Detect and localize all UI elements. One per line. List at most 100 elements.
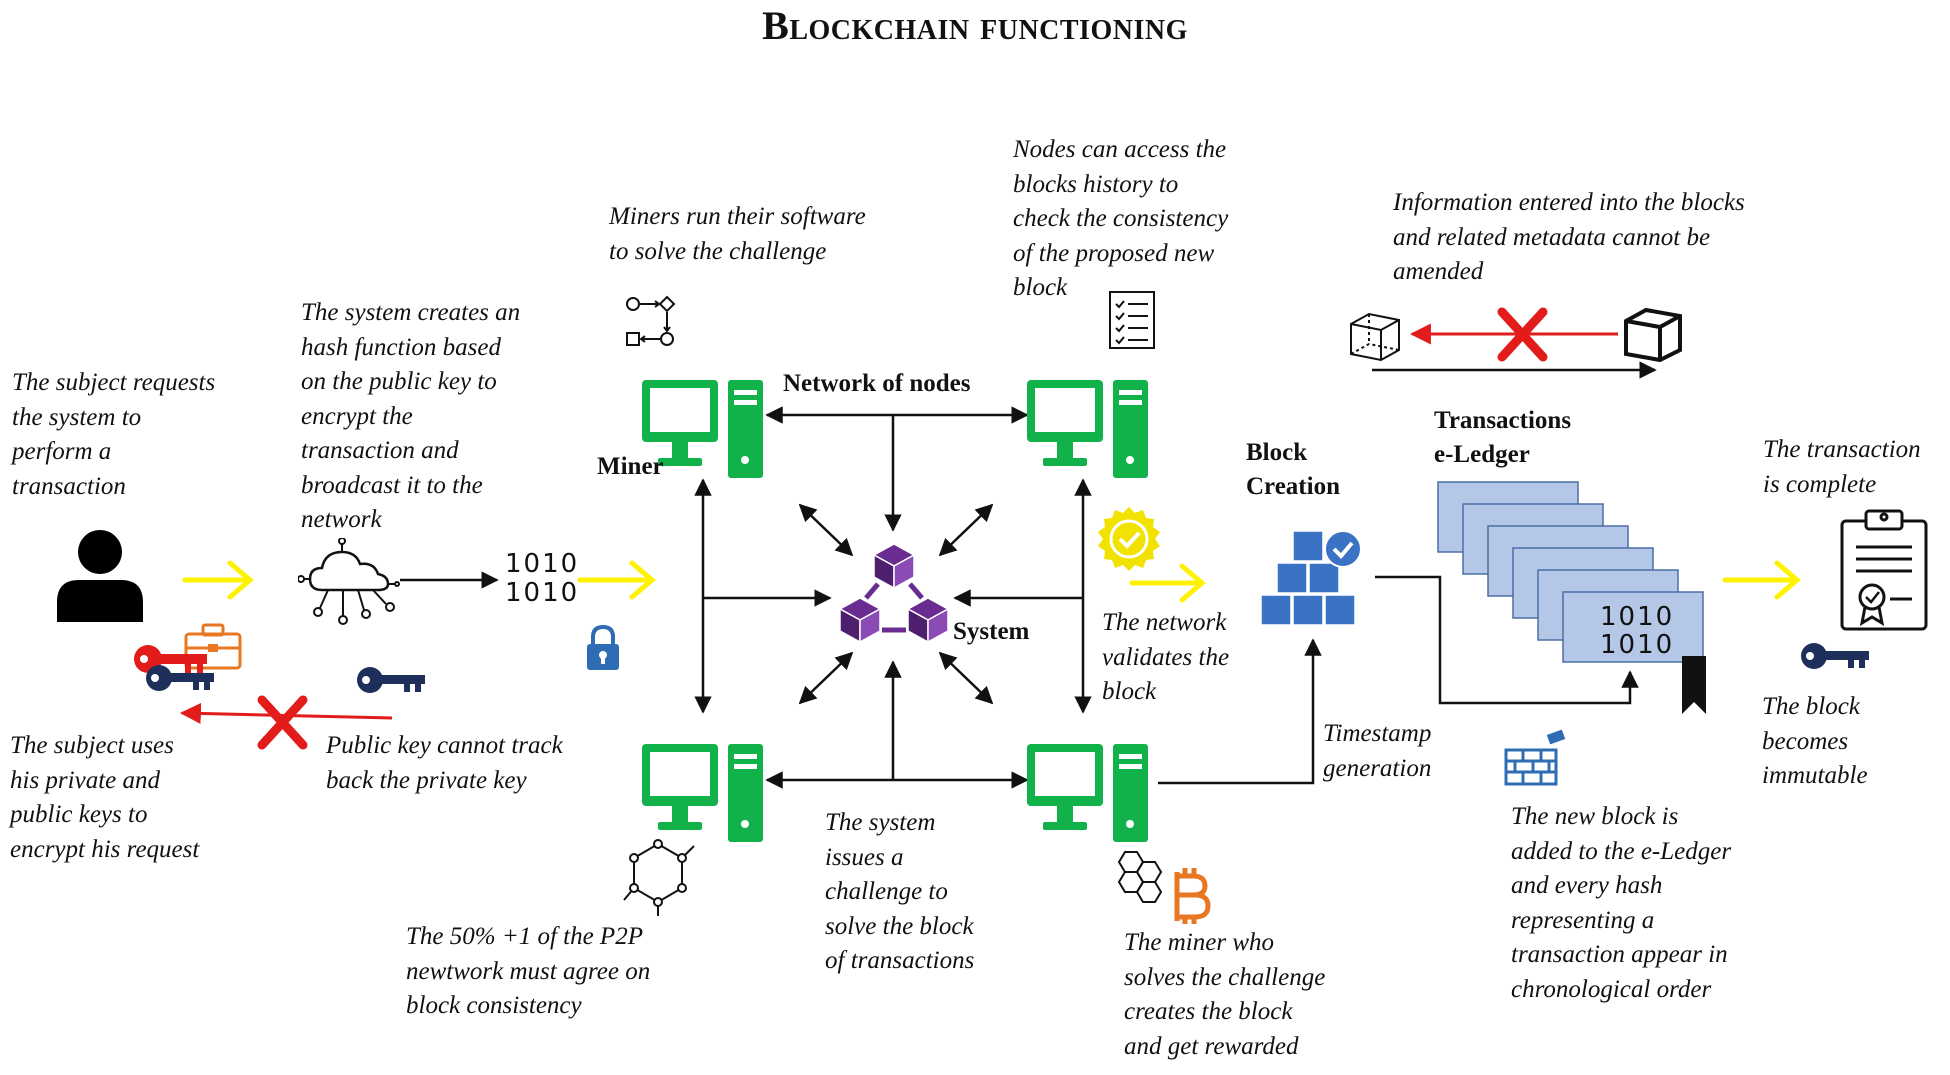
- caption-line: is complete: [1763, 470, 1877, 498]
- binary-code-icon: 1010 1010: [505, 550, 579, 608]
- caption-line: his private and: [10, 766, 160, 794]
- cloud-network-icon: [298, 538, 400, 625]
- yellow-flow-arrows: [182, 560, 1801, 603]
- caption-line: encrypt the: [301, 402, 413, 430]
- miner-label: Miner: [597, 453, 664, 480]
- caption-miner-solves: The miner who solves the challenge creat…: [1124, 926, 1325, 1064]
- caption-line: the system to: [12, 403, 142, 431]
- caption-line: Timestamp: [1323, 720, 1432, 747]
- block-creation-label: Block Creation: [1246, 436, 1340, 504]
- padlock-icon: [587, 625, 619, 670]
- navy-key-icon: [146, 665, 214, 691]
- red-cross-icon: [257, 307, 1548, 750]
- caption-line: block consistency: [406, 992, 582, 1019]
- caption-line: The transaction: [1763, 436, 1921, 463]
- caption-line: public keys to: [10, 801, 148, 828]
- caption-line: Information entered into the blocks: [1393, 189, 1745, 216]
- caption-line: block: [1102, 678, 1157, 705]
- caption-new-block-added: The new block is added to the e-Ledger a…: [1511, 800, 1731, 1007]
- caption-line: on the public key to: [301, 368, 497, 395]
- caption-block-immutable: The block becomes immutable: [1762, 690, 1868, 794]
- desktop-computer-icon: [642, 744, 763, 842]
- checklist-icon: [1109, 291, 1155, 349]
- caption-nodes-access: Nodes can access the blocks history to c…: [1013, 133, 1228, 306]
- system-label: System: [953, 618, 1030, 645]
- caption-line: to solve the challenge: [609, 237, 827, 265]
- desktop-computer-icon: [1027, 744, 1148, 842]
- caption-line: challenge to: [825, 878, 948, 905]
- caption-timestamp: Timestamp generation: [1323, 717, 1431, 786]
- briefcase-icon: [184, 623, 242, 670]
- svg-text:1010: 1010: [1600, 602, 1674, 632]
- caption-line: transaction appear in: [1511, 941, 1728, 968]
- brick-wall-icon: [1504, 729, 1566, 786]
- caption-line: network: [301, 506, 382, 533]
- caption-line: The block: [1762, 693, 1860, 720]
- label-line: e-Ledger: [1434, 441, 1530, 468]
- caption-line: added to the e-Ledger: [1511, 837, 1732, 865]
- certificate-icon: [1840, 509, 1928, 631]
- caption-line: and related metadata cannot be: [1393, 223, 1711, 251]
- caption-line: back the private key: [326, 766, 527, 794]
- caption-subject-uses-keys: The subject uses his private and public …: [10, 729, 199, 867]
- label-line: Block: [1246, 439, 1308, 466]
- label-line: Creation: [1246, 473, 1340, 500]
- label-line: Transactions: [1434, 407, 1572, 434]
- caption-line: solves the challenge: [1124, 963, 1326, 991]
- caption-line: Miners run their software: [609, 203, 866, 230]
- network-graph-icon: [623, 839, 695, 916]
- binary-line: 1010: [505, 549, 580, 579]
- navy-key-icon: [357, 667, 425, 693]
- caption-line: becomes: [1762, 727, 1849, 755]
- caption-line: check the consistency: [1013, 205, 1229, 232]
- caption-line: The system creates an: [301, 299, 521, 326]
- caption-line: and get rewarded: [1124, 1032, 1299, 1060]
- caption-system-issues: The system issues a challenge to solve t…: [825, 806, 974, 979]
- cube-icon: [1624, 307, 1682, 363]
- verified-badge-icon: [1098, 507, 1160, 571]
- caption-line: The 50% +1 of the P2P: [406, 923, 643, 950]
- caption-line: encrypt his request: [10, 835, 200, 863]
- navy-key-icon: [1801, 643, 1869, 669]
- hexagon-chain-icon: [1117, 851, 1163, 903]
- caption-information-entered: Information entered into the blocks and …: [1393, 186, 1745, 290]
- flowchart-icon: [626, 295, 676, 346]
- caption-hash-function: The system creates an hash function base…: [301, 296, 520, 538]
- caption-line: hash function based: [301, 333, 501, 361]
- caption-line: validates the: [1102, 643, 1230, 671]
- transactions-ledger-label: Transactions e-Ledger: [1434, 404, 1571, 472]
- caption-line: perform a: [12, 438, 112, 465]
- caption-line: transaction: [12, 472, 126, 500]
- caption-line: solve the block: [825, 912, 974, 940]
- network-of-nodes-label: Network of nodes: [783, 370, 971, 397]
- caption-network-validates: The network validates the block: [1102, 606, 1229, 710]
- caption-line: The new block is: [1511, 803, 1679, 830]
- desktop-computer-icon: [1027, 380, 1148, 478]
- caption-line: The subject uses: [10, 732, 174, 759]
- caption-p2p-agree: The 50% +1 of the P2P newtwork must agre…: [406, 920, 650, 1024]
- caption-line: broadcast it to the: [301, 471, 483, 499]
- caption-line: and every hash: [1511, 872, 1663, 899]
- caption-miners-run: Miners run their software to solve the c…: [609, 200, 866, 269]
- binary-line: 1010: [505, 578, 580, 608]
- caption-line: of transactions: [825, 947, 975, 974]
- caption-line: chronological order: [1511, 975, 1712, 1003]
- caption-line: The miner who: [1124, 929, 1274, 956]
- bitcoin-icon: [1174, 868, 1211, 924]
- cube-icon: [1350, 312, 1400, 362]
- caption-line: creates the block: [1124, 998, 1293, 1025]
- ledger-pages-icon: 1010 1010: [1437, 481, 1706, 714]
- caption-line: The system: [825, 809, 936, 836]
- desktop-computer-icon: [642, 380, 763, 478]
- caption-line: amended: [1393, 258, 1484, 285]
- caption-line: blocks history to: [1013, 170, 1179, 198]
- bookmark-icon: [1682, 656, 1706, 714]
- caption-line: issues a: [825, 843, 904, 871]
- caption-line: immutable: [1762, 762, 1868, 789]
- svg-text:1010: 1010: [1600, 630, 1674, 660]
- page-title: Blockchain functioning: [762, 3, 1188, 48]
- caption-line: of the proposed new: [1013, 239, 1215, 267]
- caption-line: transaction and: [301, 437, 459, 464]
- caption-line: Nodes can access the: [1013, 136, 1227, 163]
